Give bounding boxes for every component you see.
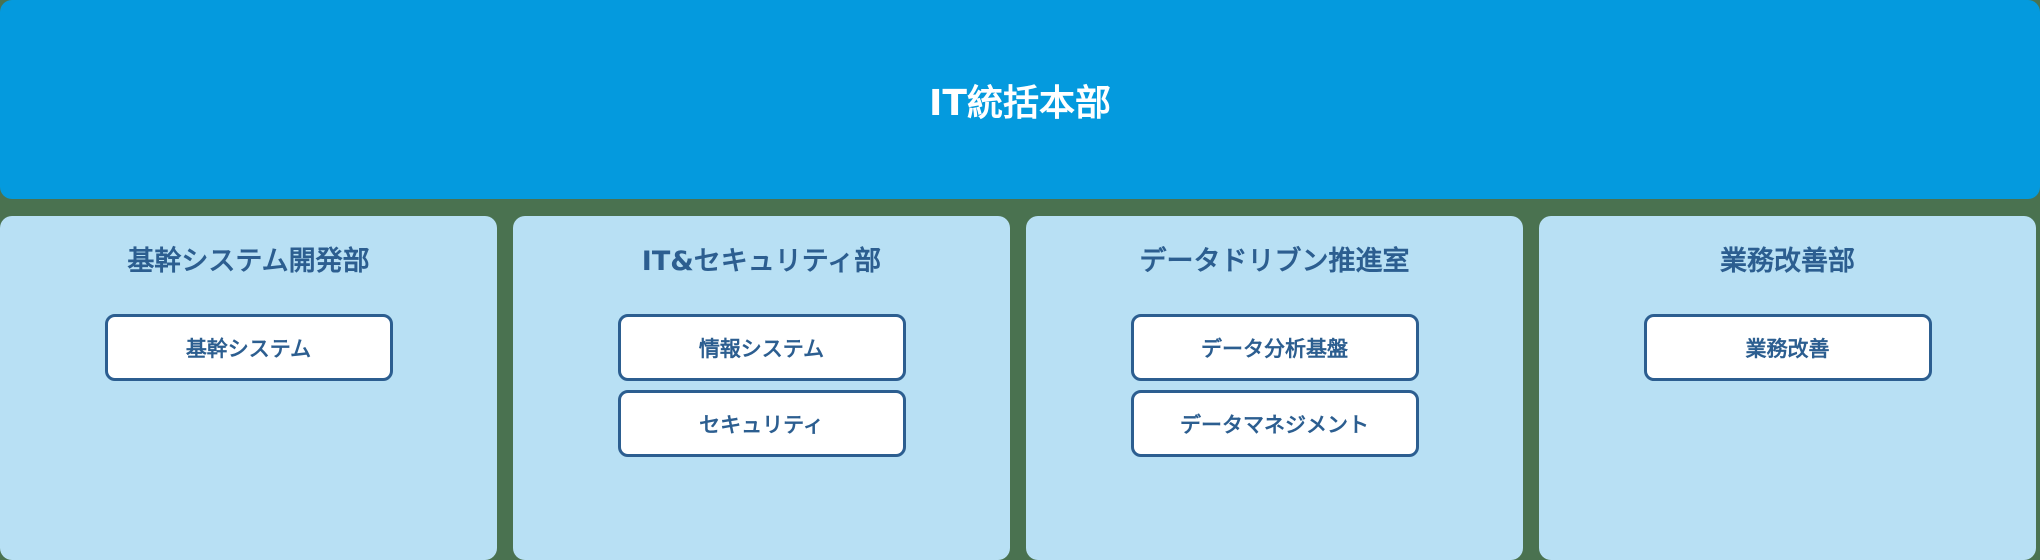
unit-box: データ分析基盤	[1130, 314, 1419, 381]
department-panel-it-security: IT&セキュリティ部 情報システム セキュリティ	[513, 216, 1010, 560]
unit-list: 情報システム セキュリティ	[513, 314, 1010, 457]
unit-box: データマネジメント	[1130, 390, 1419, 457]
unit-box: セキュリティ	[617, 390, 906, 457]
unit-box: 基幹システム	[104, 314, 393, 381]
departments-row: 基幹システム開発部 基幹システム IT&セキュリティ部 情報システム セキュリテ…	[0, 216, 2040, 560]
department-title: データドリブン推進室	[1139, 246, 1410, 277]
root-division-banner: IT統括本部	[0, 0, 2040, 199]
root-division-title: IT統括本部	[929, 82, 1111, 124]
unit-list: 基幹システム	[0, 314, 497, 381]
department-title: IT&セキュリティ部	[641, 246, 882, 277]
department-panel-core-systems: 基幹システム開発部 基幹システム	[0, 216, 497, 560]
department-title: 業務改善部	[1720, 246, 1855, 277]
unit-list: 業務改善	[1539, 314, 2036, 381]
department-panel-business-improvement: 業務改善部 業務改善	[1539, 216, 2036, 560]
department-panel-data-driven: データドリブン推進室 データ分析基盤 データマネジメント	[1026, 216, 1523, 560]
unit-box: 情報システム	[617, 314, 906, 381]
department-title: 基幹システム開発部	[127, 246, 370, 277]
unit-box: 業務改善	[1643, 314, 1932, 381]
unit-list: データ分析基盤 データマネジメント	[1026, 314, 1523, 457]
